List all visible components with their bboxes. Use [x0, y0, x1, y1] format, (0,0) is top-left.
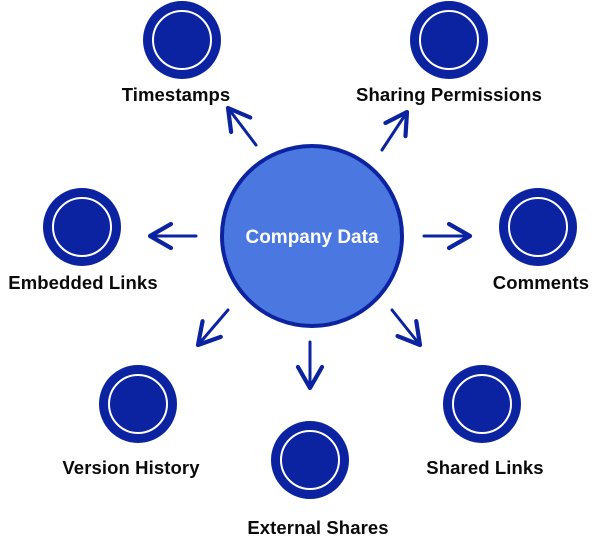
node-label-external-shares: External Shares	[247, 517, 389, 538]
node-shared-links-circle	[443, 365, 521, 443]
center-label: Company Data	[245, 227, 379, 248]
node-embedded-links-circle	[43, 188, 121, 266]
node-embedded-links-ring	[52, 197, 112, 257]
node-label-comments: Comments	[492, 272, 590, 293]
node-shared-links	[443, 365, 521, 443]
arrow-to-timestamps	[225, 105, 258, 147]
node-external-shares	[271, 421, 349, 499]
arrow-to-version-history	[195, 308, 230, 348]
node-sharing-permissions-ring	[419, 10, 479, 70]
node-sharing-permissions-circle	[410, 1, 488, 79]
node-external-shares-ring	[280, 430, 340, 490]
node-version-history-ring	[108, 374, 168, 434]
node-label-sharing-permissions: Sharing Permissions	[356, 84, 542, 105]
node-timestamps-ring	[152, 10, 212, 70]
center-circle	[220, 144, 404, 328]
node-comments-ring	[508, 197, 568, 257]
node-comments	[499, 188, 577, 266]
arrows	[147, 105, 473, 391]
node-label-embedded-links: Embedded Links	[8, 272, 158, 293]
node-version-history	[99, 365, 177, 443]
node-external-shares-circle	[271, 421, 349, 499]
node-comments-circle	[499, 188, 577, 266]
node-embedded-links	[43, 188, 121, 266]
node-timestamps	[143, 1, 221, 79]
node-sharing-permissions	[410, 1, 488, 79]
node-shared-links-ring	[452, 374, 512, 434]
node-label-timestamps: Timestamps	[121, 84, 231, 105]
arrow-to-shared-links	[390, 308, 423, 348]
node-label-version-history: Version History	[62, 457, 200, 478]
node-timestamps-circle	[143, 1, 221, 79]
node-label-shared-links: Shared Links	[426, 457, 544, 478]
node-version-history-circle	[99, 365, 177, 443]
arrow-to-sharing-permissions	[380, 109, 410, 152]
